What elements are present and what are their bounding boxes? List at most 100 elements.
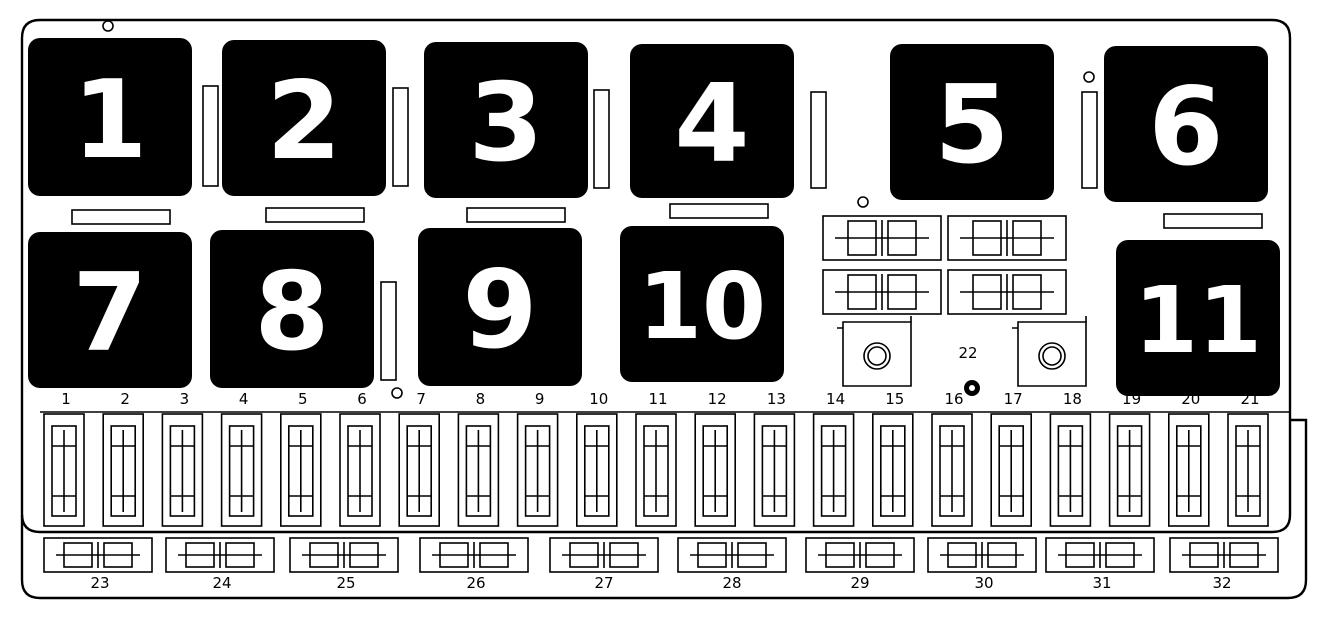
relay-slot xyxy=(380,281,397,381)
fuse-24-label: 24 xyxy=(212,574,231,592)
fuse-4: 4 xyxy=(220,390,263,527)
fuse-23-label: 23 xyxy=(90,574,109,592)
bolt-terminal xyxy=(1012,316,1087,387)
fuse-10: 10 xyxy=(575,390,618,527)
relay-slot xyxy=(593,89,610,189)
fuse-31: 31 xyxy=(1045,537,1155,592)
fuse-9: 9 xyxy=(516,390,559,527)
fuse-1-label: 1 xyxy=(61,390,71,408)
relay-3-label: 3 xyxy=(468,61,543,186)
relay-slot xyxy=(810,91,827,189)
fuse-9-label: 9 xyxy=(535,390,545,408)
fuse-29-label: 29 xyxy=(850,574,869,592)
fuse-22-group: 22 xyxy=(958,344,980,396)
fuse-18-label: 18 xyxy=(1063,390,1082,408)
fuse-10-label: 10 xyxy=(589,390,608,408)
relay-4-body xyxy=(630,44,794,198)
fuse-21-label: 21 xyxy=(1240,390,1259,408)
relay-5-label: 5 xyxy=(934,63,1009,188)
fuse-5: 5 xyxy=(279,390,322,527)
fuse-1: 1 xyxy=(43,390,85,527)
fuse-6-label: 6 xyxy=(357,390,367,408)
relay-1-body xyxy=(28,38,192,196)
fuse-4-label: 4 xyxy=(239,390,249,408)
relay-3-body xyxy=(424,42,588,198)
fuse-22-label: 22 xyxy=(958,344,977,362)
fuse-24: 24 xyxy=(165,537,275,592)
fuse-19: 19 xyxy=(1108,390,1151,527)
fuse-7-label: 7 xyxy=(416,390,426,408)
fuse-20: 20 xyxy=(1168,390,1210,527)
fuse-25-label: 25 xyxy=(336,574,355,592)
relay-9-body xyxy=(418,228,582,386)
relay-2: 2 xyxy=(222,40,386,196)
relay-slots xyxy=(71,85,1263,381)
fuse-28: 28 xyxy=(677,537,787,592)
fuse-14-label: 14 xyxy=(826,390,845,408)
fuse-21: 21 xyxy=(1227,390,1269,527)
relay-2-body xyxy=(222,40,386,196)
relay-1-label: 1 xyxy=(72,58,147,183)
maxi-fuse xyxy=(822,269,942,315)
fuse-16: 16 xyxy=(931,390,973,527)
fuse-25: 25 xyxy=(289,537,399,592)
relay-slot xyxy=(202,85,219,187)
relay-3: 3 xyxy=(424,42,588,198)
fuse-12: 12 xyxy=(694,390,737,527)
fuse-28-label: 28 xyxy=(722,574,741,592)
fuse-27: 27 xyxy=(549,537,659,592)
relay-10: 10 xyxy=(620,226,784,382)
relay-slot xyxy=(1163,213,1263,229)
panel-outline xyxy=(20,18,1308,600)
relay-7-body xyxy=(28,232,192,388)
relay-8-label: 8 xyxy=(254,250,329,375)
relay-5-body xyxy=(890,44,1054,200)
relay-6-label: 6 xyxy=(1148,65,1223,190)
relay-5: 5 xyxy=(890,44,1054,200)
maxi-fuse-block xyxy=(822,215,1087,387)
relay-11: 11 xyxy=(1116,240,1280,396)
fuse-6: 6 xyxy=(339,390,381,527)
fuse-20-label: 20 xyxy=(1181,390,1200,408)
fuse-26: 26 xyxy=(419,537,529,592)
fuse-32-label: 32 xyxy=(1212,574,1231,592)
fuse-11: 11 xyxy=(635,390,677,527)
fuse-5-label: 5 xyxy=(298,390,308,408)
fuse-13-label: 13 xyxy=(767,390,786,408)
fuse-8-label: 8 xyxy=(476,390,486,408)
relay-4: 4 xyxy=(630,44,794,198)
relay-slot xyxy=(392,87,409,187)
relay-11-body xyxy=(1116,240,1280,396)
relay-9-label: 9 xyxy=(462,248,537,373)
fuse-12-label: 12 xyxy=(708,390,727,408)
fuse-26-label: 26 xyxy=(466,574,485,592)
fuse-31-label: 31 xyxy=(1092,574,1111,592)
fuse-30: 30 xyxy=(927,537,1037,592)
fuse-2: 2 xyxy=(102,390,144,527)
fuse-3-label: 3 xyxy=(180,390,190,408)
relay-slot xyxy=(265,207,365,223)
fuse-30-label: 30 xyxy=(974,574,993,592)
fuse-14: 14 xyxy=(812,390,855,527)
relay-8-body xyxy=(210,230,374,388)
bolt-terminal xyxy=(837,316,912,387)
fuse-2-label: 2 xyxy=(120,390,130,408)
relay-8: 8 xyxy=(210,230,374,388)
relay-1: 1 xyxy=(28,38,192,196)
fuse-27-label: 27 xyxy=(594,574,613,592)
fuse-23: 23 xyxy=(43,537,153,592)
relay-slot xyxy=(1081,91,1098,189)
relay-slot xyxy=(71,209,171,225)
fuse-18: 18 xyxy=(1049,390,1092,527)
relay-7-label: 7 xyxy=(72,251,147,376)
relay-6-body xyxy=(1104,46,1268,202)
fuse-7: 7 xyxy=(398,390,441,527)
relay-9: 9 xyxy=(418,228,582,386)
fuse-16-label: 16 xyxy=(944,390,963,408)
fuse-19-label: 19 xyxy=(1122,390,1141,408)
relay-10-label: 10 xyxy=(638,253,766,360)
fuse-17-label: 17 xyxy=(1004,390,1023,408)
fuse-row-bottom: 23 24 25 26 27 28 29 30 31 32 xyxy=(43,537,1279,592)
